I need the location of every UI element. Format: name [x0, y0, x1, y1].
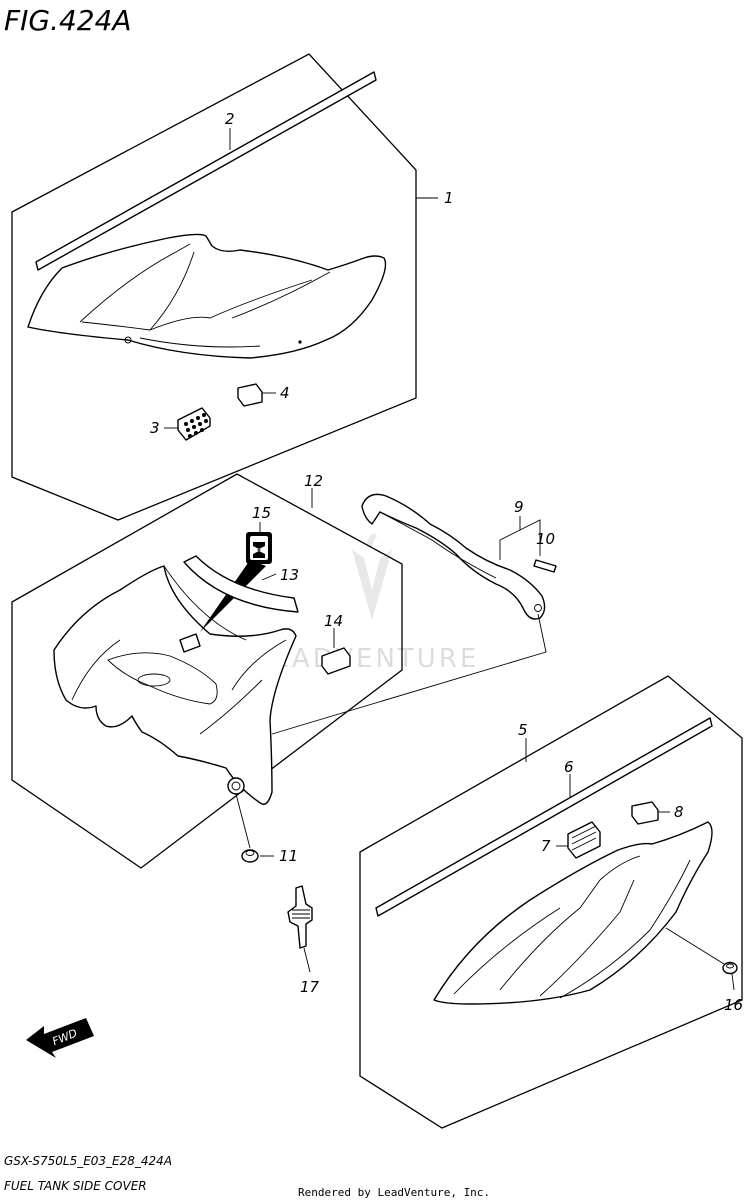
bolt-part-11 [241, 849, 259, 863]
strip-part-2 [35, 71, 377, 271]
hook-tape-part-7 [567, 821, 601, 859]
cover-part-1 [27, 233, 387, 359]
callout-17: 17 [300, 978, 320, 996]
fwd-arrow: FWD [26, 1018, 94, 1058]
callout-6: 6 [564, 758, 574, 776]
callout-14: 14 [324, 612, 343, 630]
leader-17 [303, 947, 311, 973]
render-credit: Rendered by LeadVenture, Inc. [298, 1186, 490, 1199]
callout-9: 9 [514, 498, 524, 516]
pad-part-4 [237, 383, 263, 407]
hook-tape-part-7-lines [571, 825, 597, 851]
leader-13 [261, 573, 277, 581]
leader-16 [731, 973, 735, 991]
assembly-box-12 [11, 473, 403, 869]
callout-11: 11 [279, 847, 298, 865]
pad-part-8 [631, 801, 659, 825]
callout-13: 13 [280, 566, 299, 584]
callout-3: 3 [150, 419, 160, 437]
callout-7: 7 [541, 837, 551, 855]
bracket-part-9 [361, 493, 546, 620]
decal-spot [179, 633, 201, 653]
tie-part-17 [287, 885, 313, 949]
figure-caption: FUEL TANK SIDE COVER [4, 1179, 147, 1193]
callout-5: 5 [518, 721, 528, 739]
callout-15: 15 [252, 504, 271, 522]
callout-12: 12 [304, 472, 323, 490]
leader-11-vert [235, 793, 251, 849]
pad-part-14 [321, 647, 351, 675]
callout-2: 2 [225, 110, 235, 128]
callout-8: 8 [674, 803, 684, 821]
clip-part-10 [533, 559, 557, 573]
leader-bracket-cover [271, 613, 547, 735]
emblem-part-15 [246, 532, 272, 564]
leader-16-diag [665, 927, 725, 965]
center-cover-part-12 [53, 565, 297, 805]
side-cover-part-5 [433, 821, 713, 1005]
watermark-text: LEADVENTURE [255, 644, 479, 674]
model-code: GSX-S750L5_E03_E28_424A [4, 1154, 172, 1168]
leadventure-watermark: LEADVENTURE [255, 533, 479, 674]
callout-10: 10 [536, 530, 555, 548]
assembly-box-5 [359, 675, 743, 1129]
callout-4: 4 [280, 384, 290, 402]
leader-9 [499, 516, 541, 560]
assembly-box-1 [11, 53, 417, 521]
trim-part-13 [183, 555, 299, 613]
hook-tape-part-3 [177, 407, 211, 441]
callout-1: 1 [444, 189, 454, 207]
callout-16: 16 [724, 996, 743, 1014]
strip-part-6 [375, 717, 713, 917]
bolt-part-16 [722, 961, 738, 975]
figure-title: FIG.424A [4, 4, 132, 37]
